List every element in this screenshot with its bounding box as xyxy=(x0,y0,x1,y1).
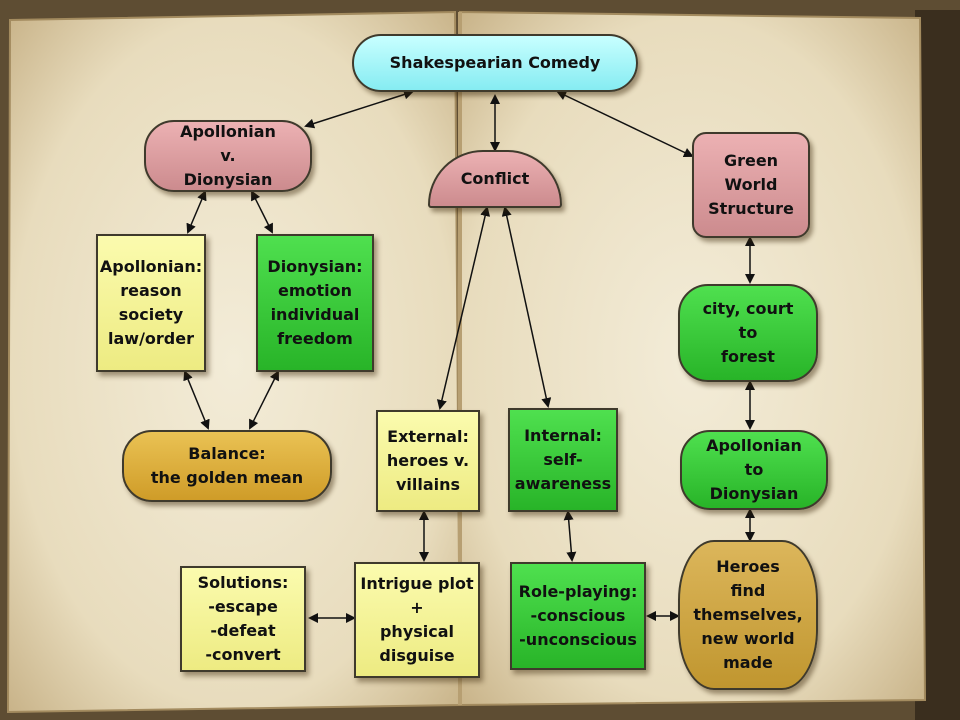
link-conflict-internal xyxy=(501,206,552,408)
balance-node: Balance: the golden mean xyxy=(122,430,332,502)
apollonian-to-dionysian-node: Apollonian to Dionysian xyxy=(680,430,828,510)
city-court-forest-node: city, court to forest xyxy=(678,284,818,382)
solutions-node: Solutions: -escape -defeat -convert xyxy=(180,566,306,672)
link-conflict-external xyxy=(436,206,491,410)
title-node: Shakespearian Comedy xyxy=(352,34,638,92)
external-conflict-node: External: heroes v. villains xyxy=(376,410,480,512)
link-title-greenworld xyxy=(556,90,694,158)
green-world-structure-node: Green World Structure xyxy=(692,132,810,238)
internal-conflict-node: Internal: self- awareness xyxy=(508,408,618,512)
intrigue-plot-node: Intrigue plot + physical disguise xyxy=(354,562,480,678)
link-apv-apollonian xyxy=(186,190,207,234)
link-internal-roleplaying xyxy=(563,510,577,562)
link-apollonian-balance xyxy=(183,370,210,430)
link-title-apollonian xyxy=(304,89,414,129)
apollonian-v-dionysian-node: Apollonian v. Dionysian xyxy=(144,120,312,192)
link-apv-dionysian xyxy=(251,190,273,234)
link-dionysian-balance xyxy=(249,370,279,430)
dionysian-emotion-node: Dionysian: emotion individual freedom xyxy=(256,234,374,372)
heroes-find-themselves-node: Heroes find themselves, new world made xyxy=(678,540,818,690)
apollonian-reason-node: Apollonian: reason society law/order xyxy=(96,234,206,372)
role-playing-node: Role-playing: -conscious -unconscious xyxy=(510,562,646,670)
